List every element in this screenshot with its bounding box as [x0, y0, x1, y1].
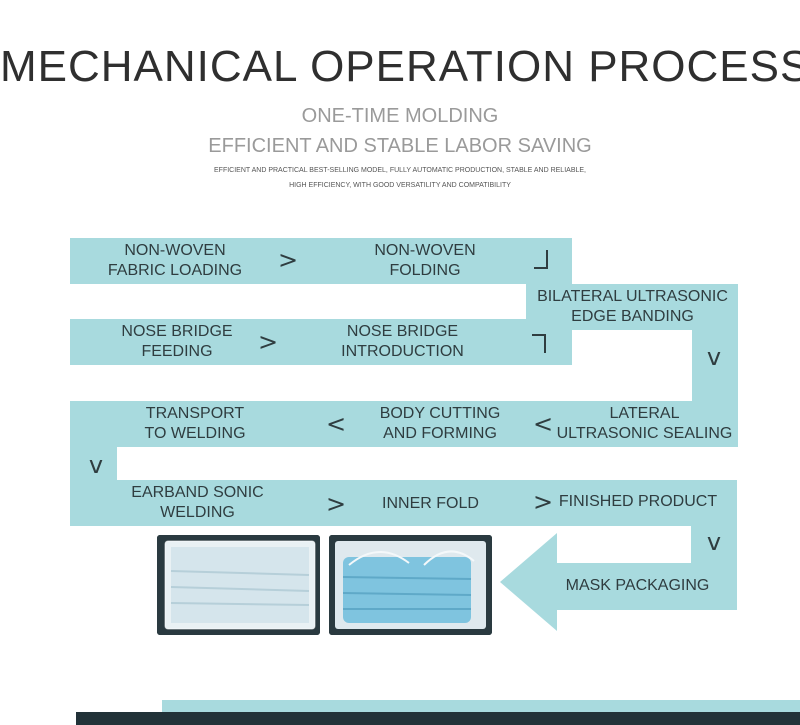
- bottom-accent-bar: [162, 700, 800, 712]
- corner-turn-icon: [532, 334, 546, 353]
- flow-band-row-1: [70, 238, 572, 284]
- arrow-left-icon: <: [532, 410, 554, 438]
- flow-band-packaging: [556, 563, 737, 610]
- arrow-right-icon: >: [277, 246, 299, 274]
- arrow-right-icon: >: [325, 490, 347, 518]
- arrow-right-icon: >: [532, 488, 554, 516]
- arrow-down-icon: v: [88, 451, 104, 479]
- arrow-down-icon: v: [706, 343, 722, 371]
- step-inner-fold: INNER FOLD: [382, 495, 479, 512]
- big-left-arrow-icon: [500, 533, 557, 631]
- arrow-right-icon: >: [257, 328, 279, 356]
- description-line-1: EFFICIENT AND PRACTICAL BEST-SELLING MOD…: [214, 167, 586, 174]
- flow-band-vertical-right: [692, 330, 738, 401]
- flow-band-row-2: [70, 319, 572, 365]
- bottom-dark-bar: [76, 712, 800, 725]
- step-mask-packaging: MASK PACKAGING: [565, 577, 710, 594]
- description-line-2: HIGH EFFICIENCY, WITH GOOD VERSATILITY A…: [289, 182, 511, 189]
- step-finished-product: FINISHED PRODUCT: [558, 493, 718, 510]
- flow-band-row-3: [70, 401, 738, 447]
- subtitle-two: EFFICIENT AND STABLE LABOR SAVING: [208, 135, 592, 157]
- subtitle-one: ONE-TIME MOLDING: [301, 105, 499, 127]
- flow-band-row-4: [70, 480, 737, 526]
- folded-mask-package-photo: [157, 535, 320, 635]
- blue-mask-package-photo: [329, 535, 492, 635]
- corner-turn-icon: [534, 250, 548, 269]
- page-title: MECHANICAL OPERATION PROCESS: [0, 42, 800, 91]
- arrow-left-icon: <: [325, 410, 347, 438]
- arrow-down-icon: v: [706, 528, 722, 556]
- flow-band-vertical-left: [70, 447, 117, 480]
